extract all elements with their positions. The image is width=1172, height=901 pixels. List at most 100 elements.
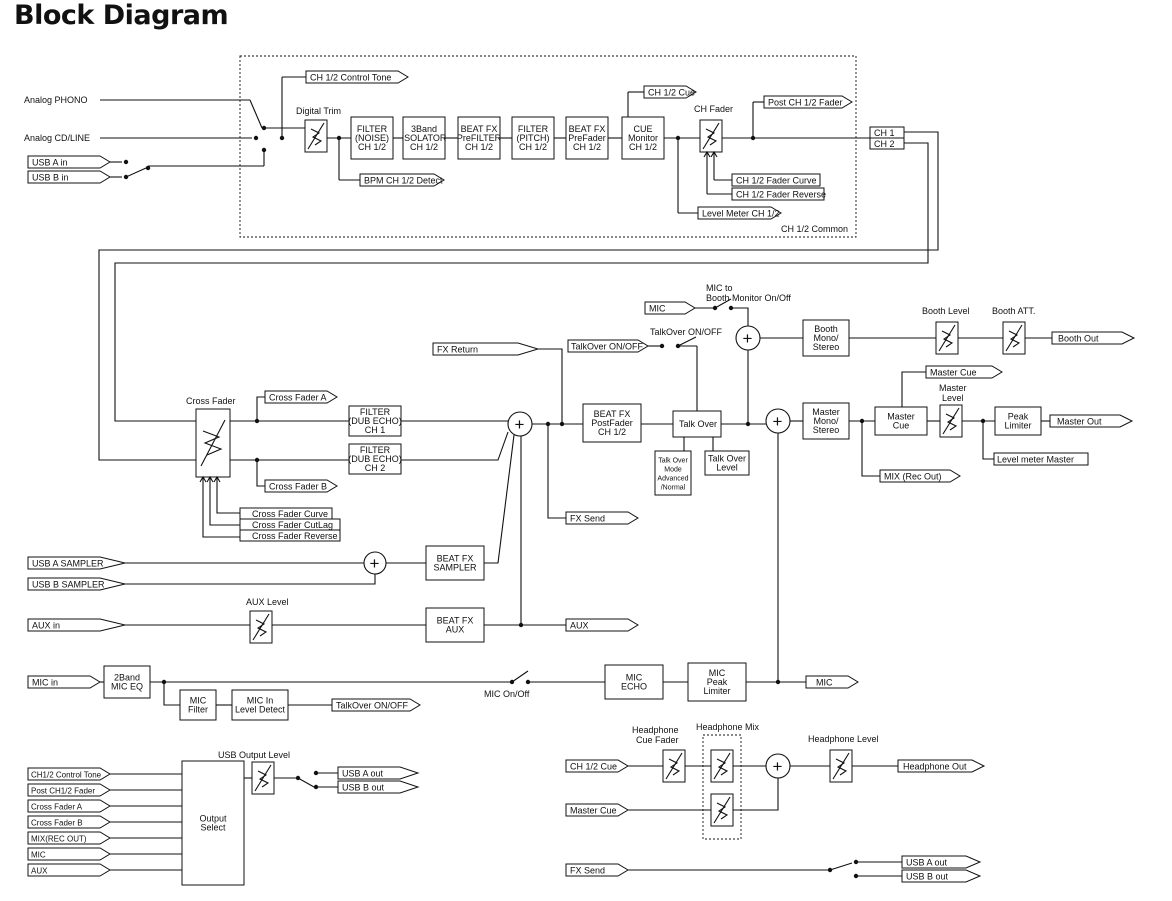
svg-text:Cross Fader Reverse: Cross Fader Reverse — [252, 531, 338, 541]
block-line: PostFader — [591, 418, 633, 428]
output-select-input-label: AUX — [31, 867, 48, 876]
talkover-onoff-label: TalkOver ON/OFF — [650, 327, 723, 337]
master-level-fader[interactable] — [939, 404, 963, 438]
mic-onoff-label: MIC On/Off — [484, 689, 530, 699]
svg-text:+: + — [370, 554, 380, 573]
block-line: Output — [199, 814, 227, 824]
output-select-input-label: CH1/2 Control Tone — [31, 771, 102, 780]
block-line: BEAT FX — [594, 409, 631, 419]
digital-trim-fader[interactable] — [304, 119, 328, 153]
hp-mix-fader-cue[interactable] — [710, 749, 734, 783]
svg-text:Booth Out: Booth Out — [1058, 334, 1099, 344]
hp-mix-region — [702, 734, 742, 840]
ch1-tag: CH 1 — [869, 126, 905, 139]
cross-fader-label: Cross Fader — [186, 396, 236, 406]
level-meter-tag: Level Meter CH 1/2 — [697, 206, 782, 220]
fx-send-tag: FX Send — [565, 511, 639, 525]
svg-text:CH 1/2 Fader Curve: CH 1/2 Fader Curve — [736, 176, 817, 186]
block-line: MIC In — [247, 696, 274, 706]
block-line: Peak — [1008, 412, 1029, 422]
block-line: BEAT FX — [461, 124, 498, 134]
block-line: Stereo — [813, 342, 840, 352]
block-line: MIC — [709, 668, 726, 678]
block-line: CH 1/2 — [598, 427, 626, 437]
svg-text:Master Out: Master Out — [1057, 417, 1102, 427]
aux-out-tag: AUX — [565, 618, 639, 632]
ch-fader[interactable] — [699, 119, 723, 153]
block-line: Filter — [188, 705, 208, 715]
fx-return-tag: FX Return — [432, 342, 540, 356]
block-line: MIC — [190, 696, 207, 706]
output-select-input-label: Cross Fader B — [31, 819, 83, 828]
usb-a-in-tag: USB A in — [27, 155, 111, 169]
hp-mix-fader-master[interactable] — [710, 793, 734, 827]
mic-booth-label-1: MIC to — [706, 283, 733, 293]
svg-text:USB B out: USB B out — [342, 783, 385, 793]
post-fader-tag: Post CH 1/2 Fader — [763, 95, 853, 109]
ch-cue-in-tag: CH 1/2 Cue — [565, 759, 629, 773]
input-analog-cd: Analog CD/LINE — [24, 133, 90, 143]
block-line: CH 1/2 — [519, 142, 547, 152]
block-line: (DUB ECHO) — [348, 454, 402, 464]
block-line: Advanced — [657, 476, 688, 483]
hp-cue-fader[interactable] — [662, 749, 686, 783]
hp-cue-fader-label-2: Cue Fader — [636, 735, 679, 745]
headphone-level-label: Headphone Level — [808, 734, 879, 744]
block-line: CH 2 — [365, 463, 386, 473]
block-line: CH 1/2 — [629, 142, 657, 152]
svg-text:TalkOver ON/OFF: TalkOver ON/OFF — [571, 342, 644, 352]
usb-b-sampler-tag: USB B SAMPLER — [27, 577, 126, 591]
headphone-level-fader[interactable] — [829, 749, 853, 783]
svg-text:CH 1: CH 1 — [874, 128, 895, 138]
block-line: CH 1/2 — [465, 142, 493, 152]
block-line: BEAT FX — [437, 616, 474, 626]
bpm-detect-tag: BPM CH 1/2 Detect — [359, 173, 445, 187]
block-line: Select — [200, 823, 226, 833]
svg-text:+: + — [773, 757, 783, 776]
block-line: CH 1 — [365, 425, 386, 435]
block-line: Talk Over — [708, 454, 746, 464]
talk-over-label: Talk Over — [679, 419, 717, 429]
booth-level-fader[interactable] — [935, 321, 959, 355]
usb-a-out-tag: USB A out — [337, 766, 420, 780]
ch-common-region — [239, 55, 857, 238]
fx-send-in-tag: FX Send — [565, 863, 629, 877]
mix-rec-tag: MIX (Rec Out) — [879, 469, 961, 483]
block-line: Level — [716, 463, 738, 473]
block-line: BEAT FX — [437, 554, 474, 564]
usb-b-in-tag: USB B in — [27, 170, 111, 184]
usb-output-level-fader[interactable] — [251, 761, 275, 795]
headphone-out-tag: Headphone Out — [897, 759, 986, 773]
block-line: CH 1/2 — [410, 142, 438, 152]
aux-in-tag: AUX in — [27, 618, 126, 632]
booth-att-fader[interactable] — [1002, 321, 1026, 355]
input-analog-phono: Analog PHONO — [24, 95, 88, 105]
block-line: (NOISE) — [355, 133, 389, 143]
aux-level-fader[interactable] — [249, 610, 273, 644]
filter-dub-echo-ch2-block: FILTER(DUB ECHO)CH 2 — [348, 443, 402, 475]
output-select-input-label: Cross Fader A — [31, 803, 83, 812]
filter-pitch-block: FILTER(PITCH)CH 1/2 — [511, 116, 555, 160]
usb-b-out2-tag: USB B out — [901, 869, 982, 883]
block-line: PreFader — [568, 133, 606, 143]
aux-level-label: AUX Level — [246, 597, 289, 607]
master-cue-tag: Master Cue — [925, 365, 1003, 379]
block-line: Limiter — [703, 686, 730, 696]
mic-in-tag: MIC in — [27, 675, 101, 689]
block-line: FILTER — [360, 445, 391, 455]
usb-a-out2-tag: USB A out — [901, 855, 982, 869]
booth-out-tag: Booth Out — [1051, 331, 1136, 345]
svg-text:USB A SAMPLER: USB A SAMPLER — [32, 559, 104, 569]
svg-text:MIC: MIC — [649, 304, 666, 314]
